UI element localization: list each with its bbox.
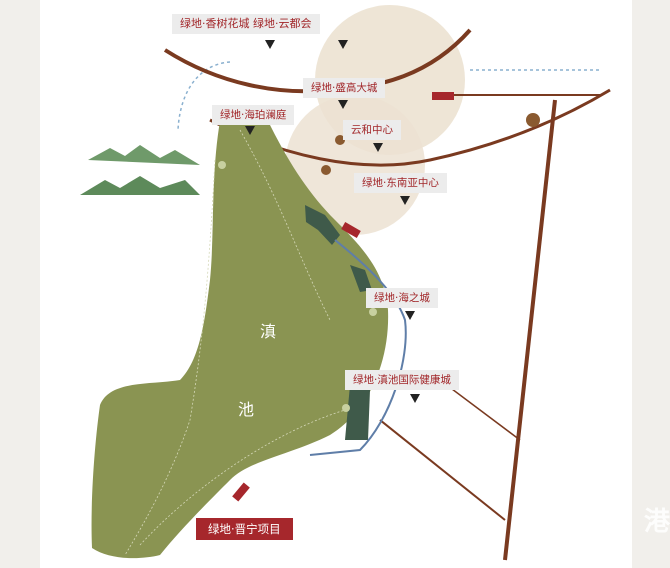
scenic-point: [369, 308, 377, 316]
lake-name-char-dian: 滇: [260, 322, 277, 341]
pin-haibolan: [245, 126, 255, 135]
scenic-point: [218, 161, 226, 169]
railway-station-icon: [432, 92, 454, 100]
red-marker-north: [341, 222, 361, 238]
watermark: 港: [643, 507, 670, 537]
pin-yunhe: [373, 143, 383, 152]
label-yunhe[interactable]: 云和中心: [343, 120, 401, 140]
lake-trail: [239, 129, 331, 321]
landmark-icon-wanda: [335, 135, 345, 145]
western-hills-mountains: [80, 145, 200, 195]
label-dongnanya[interactable]: 绿地·东南亚中心: [354, 173, 447, 193]
left-frame-margin: [0, 0, 40, 568]
shoreline-park-mid: [350, 265, 372, 292]
label-haizhicheng[interactable]: 绿地·海之城: [366, 288, 438, 308]
scenic-point: [342, 404, 350, 412]
dotted-metro-line: [177, 61, 231, 131]
landmark-icon-expo: [321, 165, 331, 175]
shoreline-park-north: [305, 205, 340, 245]
connector-road: [439, 379, 521, 441]
pin-dianchi-health: [410, 394, 420, 403]
pin-dongnanya: [400, 196, 410, 205]
lake-trail-west: [124, 159, 216, 556]
label-shenggao[interactable]: 绿地·盛高大城: [303, 78, 386, 98]
lake-name-char-chi: 池: [238, 400, 255, 419]
right-frame-margin: [632, 0, 670, 568]
label-jinning-featured[interactable]: 绿地·晋宁项目: [196, 518, 293, 540]
lakeside-road: [309, 239, 407, 456]
label-haibolan[interactable]: 绿地·海珀澜庭: [212, 105, 295, 125]
red-marker-south: [232, 482, 250, 502]
pin-xiangshu: [265, 40, 275, 49]
diagonal-road: [379, 419, 506, 521]
landmark-icon-east: [526, 113, 540, 127]
pin-shenggao: [338, 100, 348, 109]
pin-yundu: [338, 40, 348, 49]
east-expressway: [503, 99, 557, 561]
label-dianchi-health[interactable]: 绿地·滇池国际健康城: [345, 370, 459, 390]
label-xiangshu-yundu[interactable]: 绿地·香树花城 绿地·云都会: [172, 14, 320, 34]
lake-ferry-line: [139, 409, 346, 546]
shoreline-park-south: [345, 385, 370, 440]
pin-haizhicheng: [405, 311, 415, 320]
